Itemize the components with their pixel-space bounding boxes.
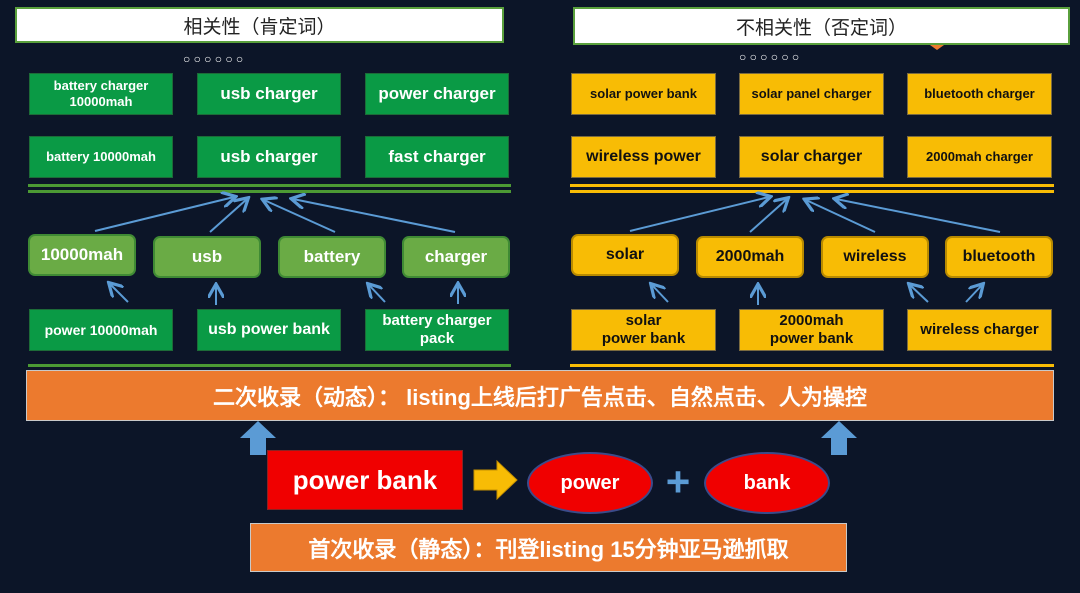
- arrow-right-1: [629, 197, 769, 232]
- arrow-left-2: [209, 199, 247, 233]
- arrow-right-5: [652, 285, 669, 303]
- arrow-left-7: [369, 285, 386, 303]
- left-divider-top: [28, 184, 511, 187]
- split-power: power: [527, 452, 653, 514]
- up-arrow-left: [240, 421, 276, 455]
- right-root-solar: solar: [571, 234, 679, 276]
- right-arrow-yellow: [473, 459, 518, 501]
- right-root-bluetooth: bluetooth: [945, 236, 1053, 278]
- arrow-right-7: [910, 285, 929, 303]
- left-kw-usb-charger-1: usb charger: [197, 73, 341, 115]
- left-dots: ○ ○ ○ ○ ○ ○: [183, 52, 244, 66]
- right-divider-top: [570, 184, 1054, 187]
- secondary-indexing-band: 二次收录（动态）： listing上线后打广告点击、自然点击、人为操控: [26, 370, 1054, 421]
- left-src-battery-charger-pack: battery charger pack: [365, 309, 509, 351]
- left-divider-bottom: [28, 190, 511, 193]
- right-root-wireless: wireless: [821, 236, 929, 278]
- left-root-battery: battery: [278, 236, 386, 278]
- split-bank: bank: [704, 452, 830, 514]
- right-kw-solar-power-bank: solar power bank: [571, 73, 716, 115]
- arrow-right-4: [836, 199, 1001, 233]
- arrow-left-5: [110, 284, 129, 303]
- left-root-10000mah: 10000mah: [28, 234, 136, 276]
- right-kw-2000mah-charger: 2000mah charger: [907, 136, 1052, 178]
- arrow-right-8: [965, 285, 982, 303]
- left-kw-fast-charger: fast charger: [365, 136, 509, 178]
- right-src-wireless-charger: wireless charger: [907, 309, 1052, 351]
- arrow-right-2: [749, 199, 787, 233]
- right-header: 不相关性（否定词）: [573, 7, 1070, 45]
- left-divider-lower: [28, 364, 511, 367]
- right-kw-bluetooth-charger: bluetooth charger: [907, 73, 1052, 115]
- right-kw-solar-panel-charger: solar panel charger: [739, 73, 884, 115]
- right-dots: ○ ○ ○ ○ ○ ○: [739, 50, 800, 64]
- right-src-2000mah-power-bank: 2000mah power bank: [739, 309, 884, 351]
- left-root-usb: usb: [153, 236, 261, 278]
- right-src-solar-power-bank: solar power bank: [571, 309, 716, 351]
- left-src-usb-power-bank: usb power bank: [197, 309, 341, 351]
- up-arrow-right: [821, 421, 857, 455]
- arrow-left-1: [94, 197, 234, 232]
- right-divider-lower: [570, 364, 1054, 367]
- arrow-right-3: [806, 200, 876, 233]
- right-kw-wireless-power: wireless power: [571, 136, 716, 178]
- left-root-charger: charger: [402, 236, 510, 278]
- left-kw-usb-charger-2: usb charger: [197, 136, 341, 178]
- arrow-left-3: [264, 200, 336, 233]
- right-root-2000mah: 2000mah: [696, 236, 804, 278]
- right-divider-bottom: [570, 190, 1054, 193]
- left-kw-power-charger: power charger: [365, 73, 509, 115]
- header-accent: [930, 45, 944, 50]
- left-header: 相关性（肯定词）: [15, 7, 504, 43]
- plus-sign: +: [665, 458, 691, 505]
- primary-indexing-band: 首次收录（静态）：刊登listing 15分钟亚马逊抓取: [250, 523, 847, 572]
- keyword-power-bank: power bank: [267, 450, 463, 510]
- left-kw-battery-10000mah: battery 10000mah: [29, 136, 173, 178]
- left-kw-battery-charger-10000mah: battery charger 10000mah: [29, 73, 173, 115]
- right-kw-solar-charger: solar charger: [739, 136, 884, 178]
- left-src-power-10000mah: power 10000mah: [29, 309, 173, 351]
- arrow-left-4: [293, 199, 456, 233]
